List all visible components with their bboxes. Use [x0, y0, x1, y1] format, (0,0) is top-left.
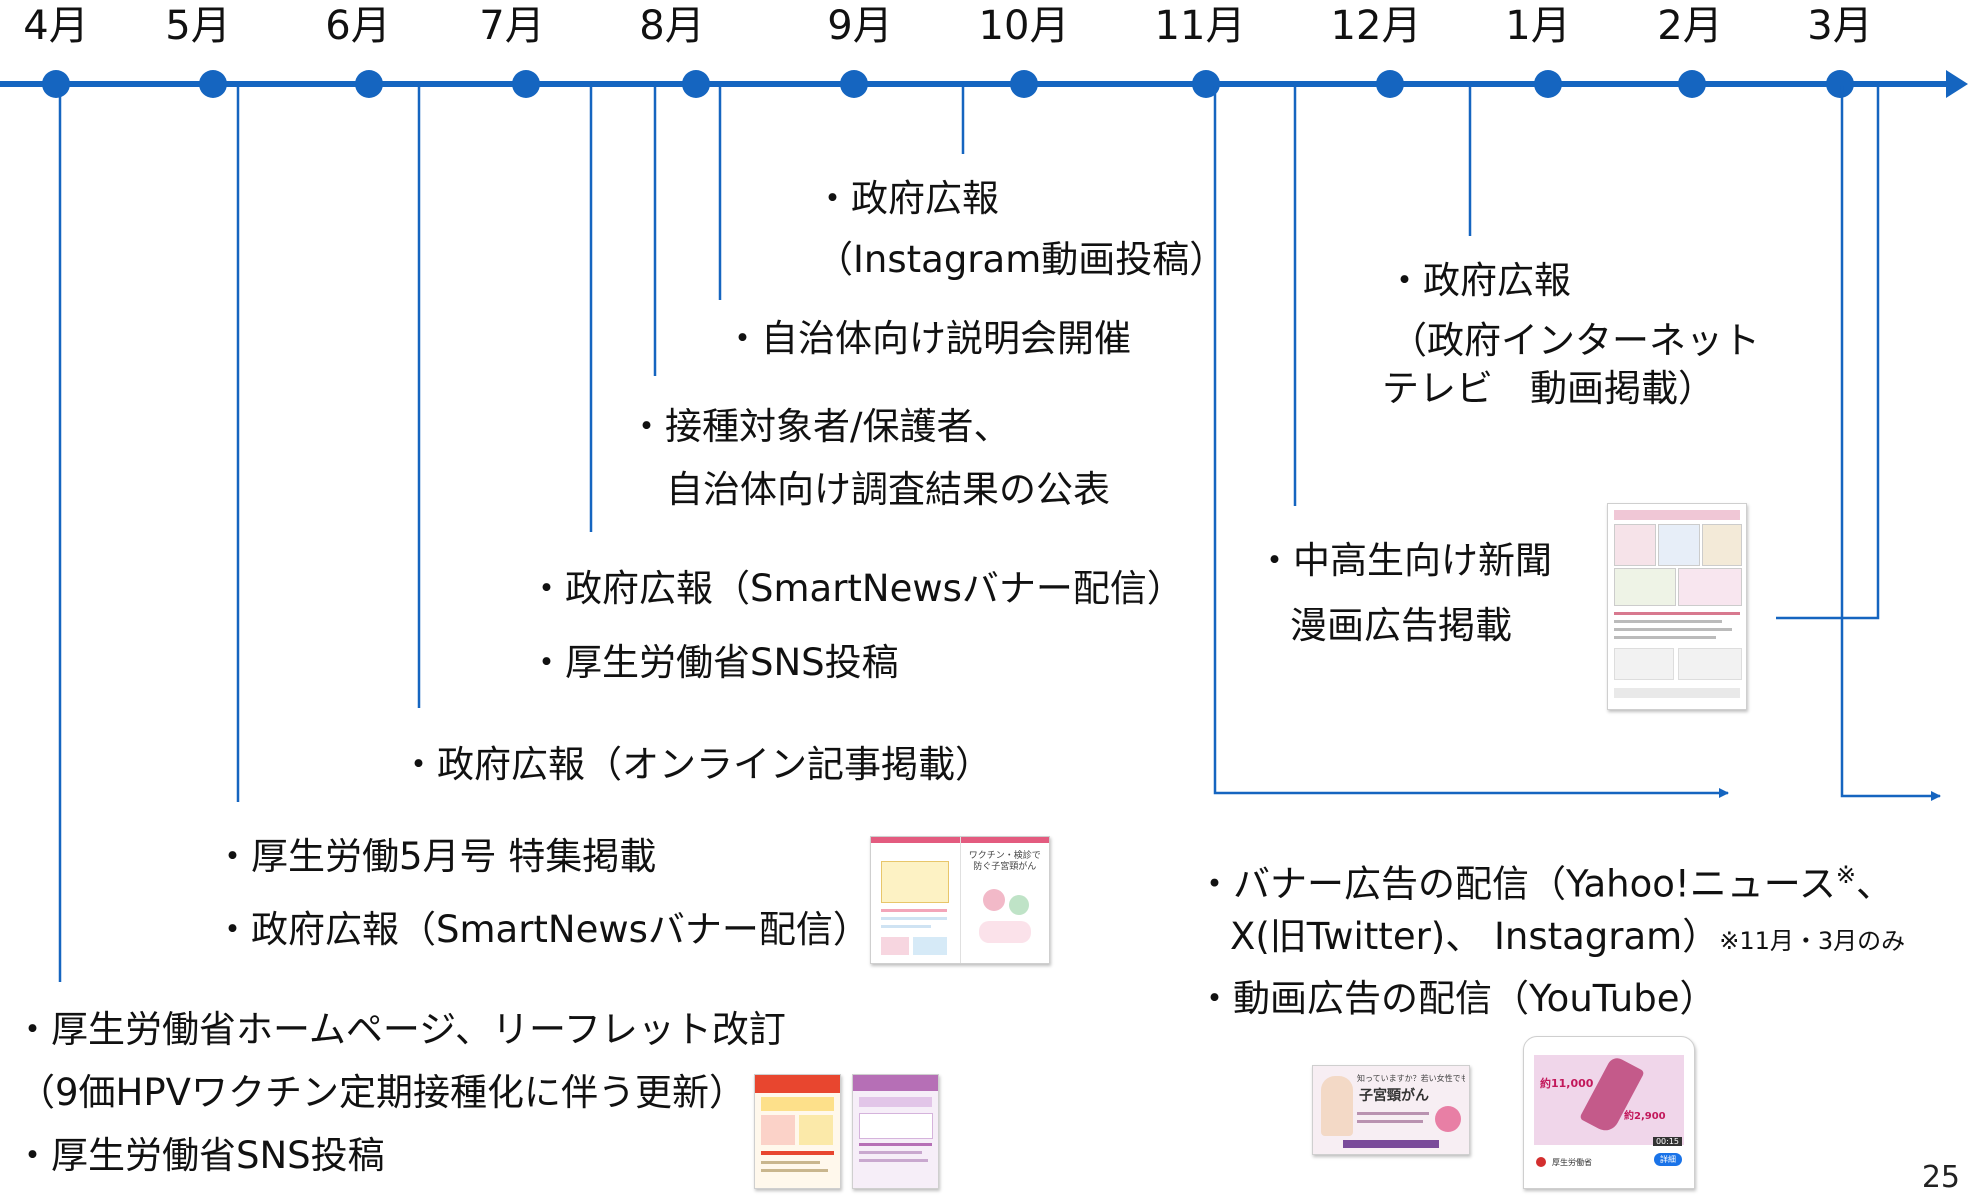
- leaflet-thumbnail-2: [852, 1074, 939, 1189]
- month-dot-aug: [682, 70, 710, 98]
- month-label-dec: 12月: [1330, 3, 1422, 49]
- event-nov-video: ・動画広告の配信（YouTube）: [1196, 977, 1717, 1020]
- month-dot-sep: [840, 70, 868, 98]
- event-apr-line1: ・厚生労働省ホームページ、リーフレット改訂: [14, 1008, 786, 1051]
- leaflet-thumbnail-1: [754, 1074, 841, 1189]
- month-dot-feb: [1678, 70, 1706, 98]
- connector-mar-b: [1776, 86, 1880, 620]
- month-dots: [42, 70, 1854, 98]
- video-ad-count2: 約2,900: [1624, 1111, 1666, 1122]
- month-label-jan: 1月: [1505, 3, 1571, 49]
- month-label-mar: 3月: [1807, 3, 1873, 49]
- video-ad-time: 00:15: [1652, 1137, 1682, 1146]
- event-jul-line1: ・政府広報（SmartNewsバナー配信）: [528, 567, 1184, 610]
- month-label-feb: 2月: [1657, 3, 1723, 49]
- month-label-aug: 8月: [639, 3, 705, 49]
- event-apr-line3: ・厚生労働省SNS投稿: [14, 1134, 385, 1177]
- event-nov-banner-text: ・バナー広告の配信（Yahoo!ニュース: [1196, 862, 1836, 906]
- event-aug-briefing: ・自治体向け説明会開催: [724, 317, 1131, 360]
- month-label-oct: 10月: [978, 3, 1070, 49]
- event-nov-note-mark: ※: [1835, 861, 1856, 889]
- event-apr-line2: （9価HPVワクチン定期接種化に伴う更新）: [18, 1071, 746, 1114]
- event-aug-survey-line1: ・接種対象者/保護者、: [628, 405, 1011, 448]
- month-dot-mar: [1826, 70, 1854, 98]
- event-jan-line2: （政府インターネット: [1390, 319, 1760, 362]
- month-label-sep: 9月: [827, 3, 893, 49]
- video-ad-thumbnail: 約11,000 約2,900 00:15 厚生労働省 詳細: [1523, 1036, 1695, 1189]
- event-nov-note: ※11月・3月のみ: [1719, 927, 1906, 955]
- month-dot-jun: [355, 70, 383, 98]
- video-ad-detail-button[interactable]: 詳細: [1654, 1153, 1682, 1166]
- month-dot-nov: [1192, 70, 1220, 98]
- month-dot-oct: [1010, 70, 1038, 98]
- month-dot-may: [199, 70, 227, 98]
- newspaper-manga-thumbnail: [1607, 503, 1747, 710]
- event-jul-line2: ・厚生労働省SNS投稿: [528, 641, 899, 684]
- month-dot-jul: [512, 70, 540, 98]
- video-ad-count1: 約11,000: [1540, 1077, 1594, 1090]
- magazine-left-page: [871, 837, 961, 963]
- magazine-title: ワクチン・検診で防ぐ子宮頸がん: [968, 851, 1041, 872]
- month-dot-apr: [42, 70, 70, 98]
- month-label-nov: 11月: [1154, 3, 1246, 49]
- timeline-arrowhead: [1946, 70, 1968, 98]
- event-dec-line2: 漫画広告掲載: [1290, 604, 1512, 647]
- event-jan-line1: ・政府広報: [1386, 259, 1571, 302]
- banner-ad-line1: 知っていますか？若い女性でもかかる: [1357, 1074, 1465, 1083]
- event-dec-line1: ・中高生向け新聞: [1256, 539, 1552, 582]
- month-label-apr: 4月: [23, 3, 89, 49]
- banner-ad-line2: 子宮頸がん: [1359, 1088, 1429, 1104]
- month-dot-jan: [1534, 70, 1562, 98]
- event-nov-platforms: X(旧Twitter)、 Instagram）: [1230, 915, 1720, 958]
- magazine-thumbnail: ワクチン・検診で防ぐ子宮頸がん: [870, 836, 1050, 964]
- event-jan-line3: テレビ 動画掲載）: [1382, 367, 1715, 410]
- event-nov-comma: 、: [1856, 862, 1893, 906]
- connector-nov: [1213, 86, 1729, 798]
- event-nov-banner-line2: X(旧Twitter)、 Instagram）※11月・3月のみ: [1230, 914, 1905, 964]
- month-dot-dec: [1376, 70, 1404, 98]
- event-sep-line1: ・政府広報: [814, 177, 999, 220]
- connector-lines: [58, 86, 1941, 982]
- video-ad-sponsor: 厚生労働省: [1552, 1158, 1592, 1167]
- magazine-right-page: ワクチン・検診で防ぐ子宮頸がん: [960, 837, 1049, 963]
- page-number: 25: [1921, 1160, 1960, 1195]
- month-label-may: 5月: [165, 3, 231, 49]
- event-may-line2: ・政府広報（SmartNewsバナー配信）: [214, 908, 870, 951]
- event-nov-banner-line1: ・バナー広告の配信（Yahoo!ニュース※、: [1196, 852, 1893, 907]
- month-label-jul: 7月: [479, 3, 545, 49]
- month-label-jun: 6月: [325, 3, 391, 49]
- event-jun-line1: ・政府広報（オンライン記事掲載）: [400, 743, 992, 786]
- banner-ad-thumbnail: 知っていますか？若い女性でもかかる 子宮頸がん: [1312, 1065, 1470, 1155]
- event-may-line1: ・厚生労働5月号 特集掲載: [214, 835, 657, 878]
- event-sep-line2: （Instagram動画投稿）: [816, 238, 1227, 281]
- event-aug-survey-line2: 自治体向け調査結果の公表: [666, 468, 1110, 511]
- connector-mar-a: [1840, 86, 1941, 801]
